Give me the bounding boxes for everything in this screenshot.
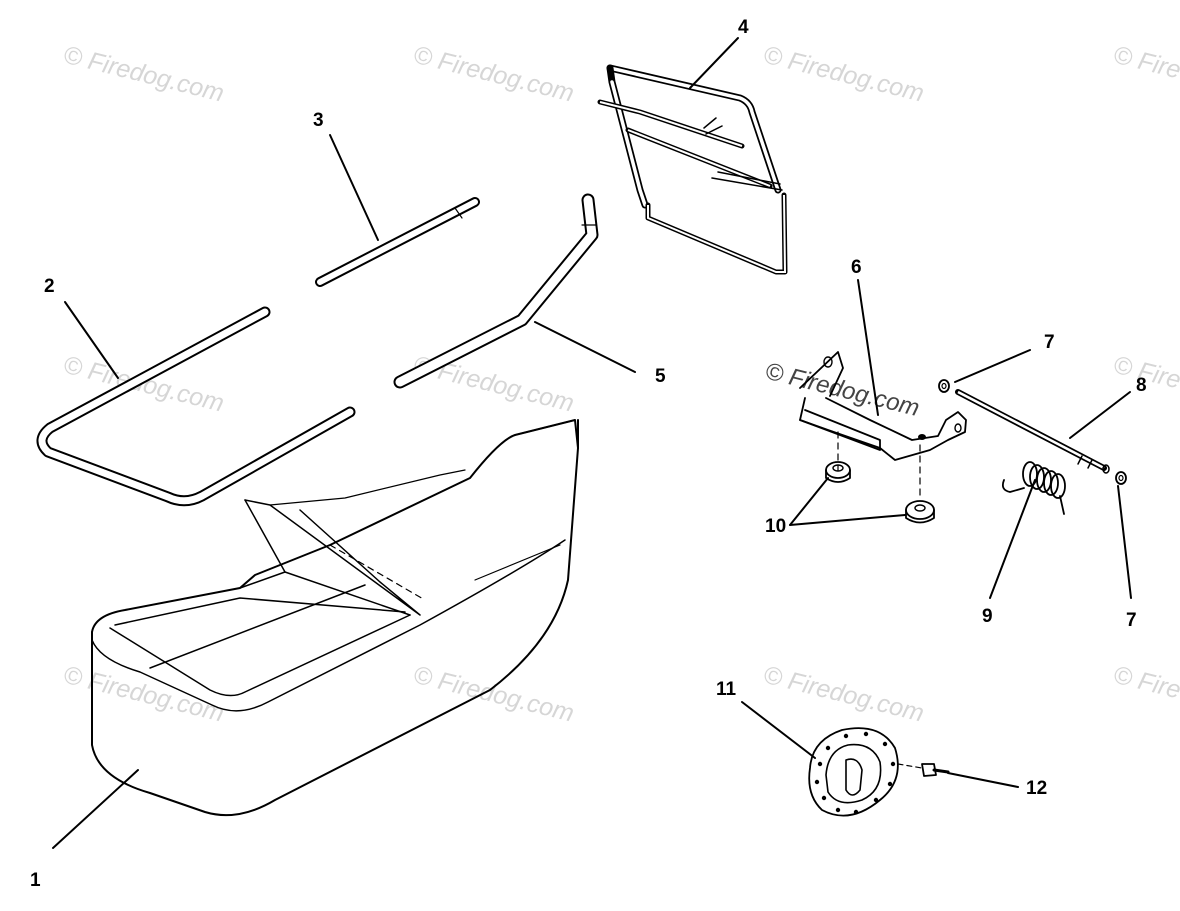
part-6-bracket xyxy=(799,351,967,496)
part-2-frame-rod xyxy=(36,306,356,507)
part-8-pin-rod xyxy=(955,389,1110,474)
part-9-spring xyxy=(1001,461,1066,515)
watermark: © Firedog.com xyxy=(61,661,227,728)
leader-lines xyxy=(52,37,1132,849)
part-3-rod xyxy=(315,197,480,287)
callout-6: 6 xyxy=(851,257,862,278)
callout-11: 11 xyxy=(716,679,737,700)
callout-7b: 7 xyxy=(1126,610,1137,631)
part-7-washers xyxy=(938,379,1127,485)
callout-labels: 1 2 3 4 5 6 7 8 9 10 7 11 12 xyxy=(30,17,1147,891)
callout-7a: 7 xyxy=(1044,332,1055,353)
part-10-nuts xyxy=(825,461,935,524)
callout-8: 8 xyxy=(1136,375,1147,396)
watermark: © Firedog.com xyxy=(761,41,927,108)
part-1-bag xyxy=(91,419,579,817)
watermark-layer: © Firedog.com © Firedog.com © Firedog.co… xyxy=(61,41,1180,728)
watermark: © Firedog.com xyxy=(1111,661,1180,728)
part-5-bent-rod xyxy=(393,193,599,389)
part-11-cover-plate xyxy=(808,727,923,817)
watermark: © Firedog.com xyxy=(1111,41,1180,108)
watermark: © Firedog.com xyxy=(411,41,577,108)
watermark: © Firedog.com xyxy=(61,41,227,108)
callout-2: 2 xyxy=(44,276,55,297)
watermark: © Firedog.com xyxy=(761,661,927,728)
callout-12: 12 xyxy=(1026,778,1047,799)
callout-1: 1 xyxy=(30,870,41,891)
callout-10: 10 xyxy=(765,516,786,537)
part-12-screw xyxy=(921,763,950,777)
callout-9: 9 xyxy=(982,606,993,627)
callout-4: 4 xyxy=(738,17,749,38)
callout-3: 3 xyxy=(313,110,324,131)
callout-5: 5 xyxy=(655,366,666,387)
part-4-bag-frame xyxy=(597,64,788,275)
